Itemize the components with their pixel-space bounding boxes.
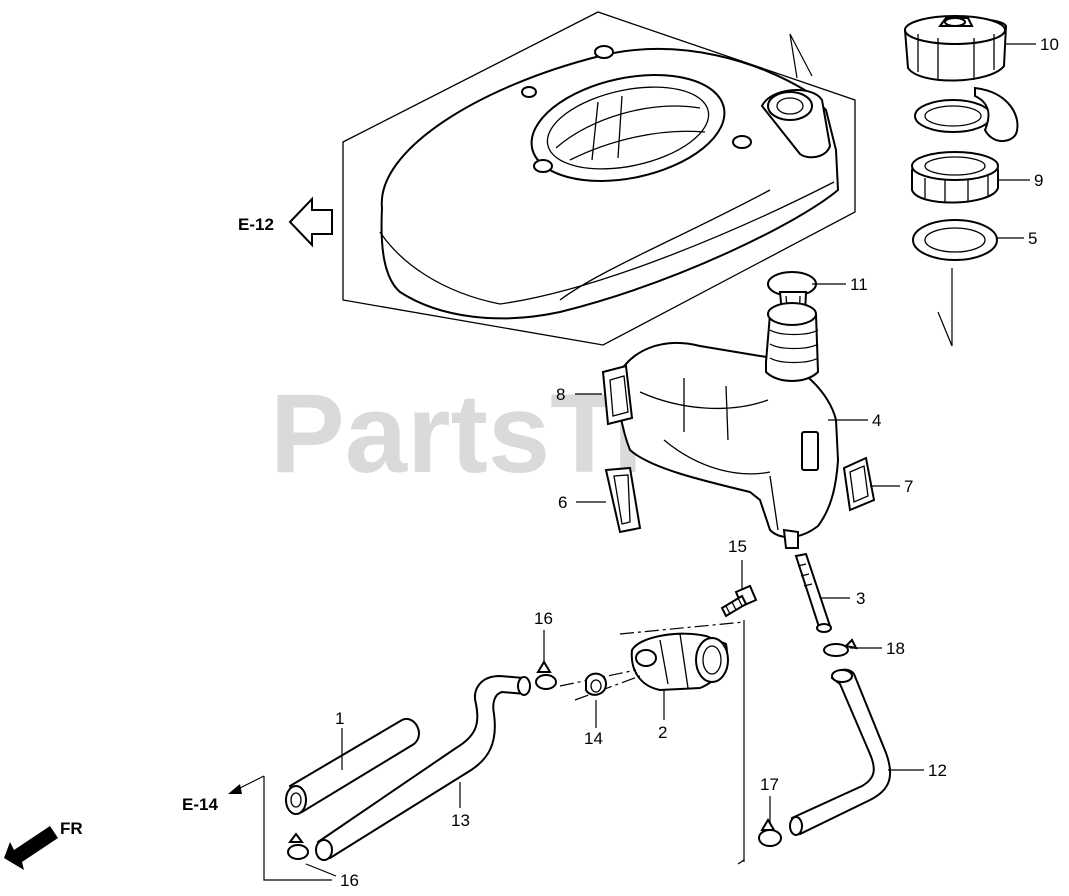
callout-9[interactable]: 9 (1034, 171, 1043, 190)
callout-2[interactable]: 2 (658, 723, 667, 742)
callout-3[interactable]: 3 (856, 589, 865, 608)
callout-16-lower[interactable]: 16 (340, 871, 359, 890)
washer-14[interactable] (585, 672, 608, 696)
e12-reference[interactable]: E-12 (238, 196, 333, 248)
tank-mount-pad-8[interactable] (601, 364, 634, 426)
fuel-valve[interactable] (630, 632, 729, 692)
callout-labels: 10 9 5 11 4 7 8 6 3 18 15 16 14 2 1 13 1… (335, 35, 1059, 890)
callout-10[interactable]: 10 (1040, 35, 1059, 54)
callout-18[interactable]: 18 (886, 639, 905, 658)
callout-1[interactable]: 1 (335, 709, 344, 728)
fuel-tank[interactable] (616, 302, 840, 549)
e14-reference[interactable]: E-14 (182, 775, 332, 881)
front-direction-arrow: FR (4, 819, 83, 870)
callout-6[interactable]: 6 (558, 493, 567, 512)
callout-7[interactable]: 7 (904, 477, 913, 496)
fuel-hose-12[interactable] (789, 668, 892, 836)
filler-nut[interactable] (911, 151, 999, 204)
fuel-hose-13[interactable] (315, 674, 531, 861)
clip-18[interactable] (823, 638, 858, 657)
fuel-cap[interactable] (903, 15, 1008, 82)
fr-label: FR (60, 819, 83, 838)
callout-16-upper[interactable]: 16 (534, 609, 553, 628)
leader-lines (305, 43, 1036, 877)
clip-17[interactable] (758, 818, 782, 847)
e12-label: E-12 (238, 215, 274, 234)
callout-12[interactable]: 12 (928, 761, 947, 780)
callout-5[interactable]: 5 (1028, 229, 1037, 248)
clip-16-lower[interactable] (287, 832, 309, 860)
gasket-ring[interactable] (912, 219, 998, 261)
callout-14[interactable]: 14 (584, 729, 603, 748)
e14-label: E-14 (182, 795, 218, 814)
cap-tether[interactable] (914, 86, 1019, 142)
tank-mount-pad-7[interactable] (842, 456, 876, 512)
callout-8[interactable]: 8 (556, 385, 565, 404)
callout-15[interactable]: 15 (728, 537, 747, 556)
bolt-15[interactable] (720, 584, 758, 618)
callout-17[interactable]: 17 (760, 775, 779, 794)
callout-11[interactable]: 11 (850, 275, 868, 294)
callout-13[interactable]: 13 (451, 811, 470, 830)
fuel-joint[interactable] (794, 552, 832, 633)
callout-4[interactable]: 4 (872, 411, 881, 430)
clip-16-upper[interactable] (535, 660, 557, 690)
fuel-tube-1[interactable] (285, 717, 420, 815)
tank-clip-6[interactable] (604, 466, 642, 534)
shroud-assembly[interactable] (342, 11, 856, 346)
